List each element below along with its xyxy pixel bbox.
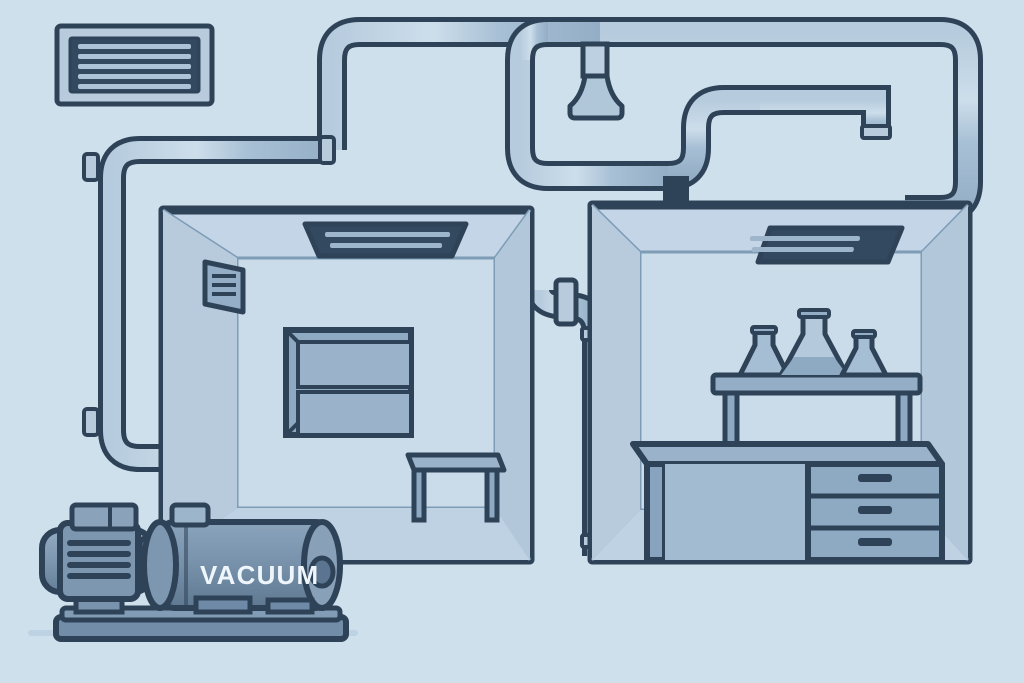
drawer-stack <box>665 461 945 563</box>
pump-foot <box>265 597 315 615</box>
left-ceiling-vent <box>302 221 469 259</box>
pump-inlet <box>169 502 211 528</box>
left-wall-shelf-unit <box>283 327 414 438</box>
s-curve-run <box>667 85 760 191</box>
top-left-elbow-run <box>317 17 600 150</box>
pump-housing <box>141 519 343 611</box>
mid-horizontal-run <box>505 17 668 191</box>
dead-end-stub <box>760 85 892 140</box>
drawer-handle <box>858 474 892 482</box>
shaft-cap <box>308 555 336 589</box>
pump-foot <box>193 595 253 615</box>
bell-hood <box>567 41 625 121</box>
drawer-handle <box>858 538 892 546</box>
cooling-fins <box>67 540 131 579</box>
vacuum-pump: VACUUM <box>28 502 358 642</box>
junction-box <box>69 502 139 532</box>
pump-label: VACUUM <box>200 560 319 590</box>
right-laboratory <box>587 200 973 565</box>
right-ceiling-vent <box>749 225 905 265</box>
left-chamber <box>158 205 535 565</box>
left-wall-vent <box>202 259 246 315</box>
left-work-bench <box>405 452 507 523</box>
wall-vent-panel <box>54 23 215 107</box>
motor <box>39 520 155 602</box>
drawer-handle <box>858 506 892 514</box>
wall-vent-slats <box>78 44 191 89</box>
flask-right <box>839 329 889 378</box>
